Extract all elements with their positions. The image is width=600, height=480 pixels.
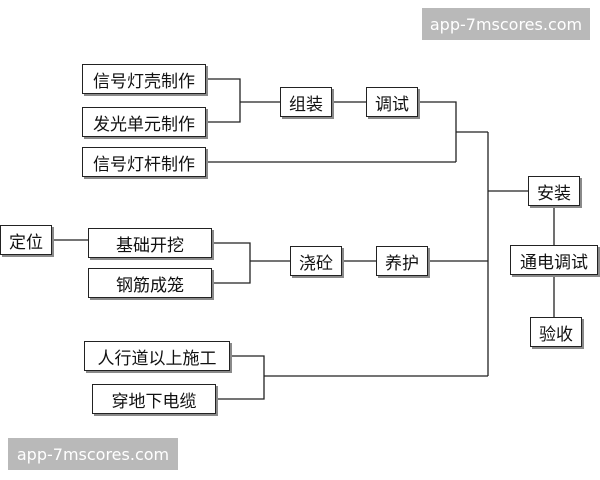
node-sidewalk-work: 人行道以上施工 — [84, 341, 230, 371]
node-power-test: 通电调试 — [510, 245, 598, 275]
node-signal-shell: 信号灯壳制作 — [82, 64, 206, 94]
node-excavation: 基础开挖 — [88, 228, 212, 258]
node-signal-pole: 信号灯杆制作 — [82, 147, 206, 177]
node-concrete-pour: 浇砼 — [290, 246, 342, 276]
node-assembly: 组装 — [280, 87, 332, 117]
node-debug: 调试 — [366, 87, 418, 117]
node-led-unit: 发光单元制作 — [82, 107, 206, 137]
node-positioning: 定位 — [0, 225, 52, 255]
node-underground-cable: 穿地下电缆 — [92, 384, 216, 414]
node-install: 安装 — [528, 176, 580, 206]
node-curing: 养护 — [376, 246, 428, 276]
watermark-bottom: app-7mscores.com — [8, 438, 178, 470]
node-acceptance: 验收 — [530, 317, 582, 347]
watermark-top: app-7mscores.com — [422, 8, 590, 40]
node-rebar-cage: 钢筋成笼 — [88, 268, 212, 298]
